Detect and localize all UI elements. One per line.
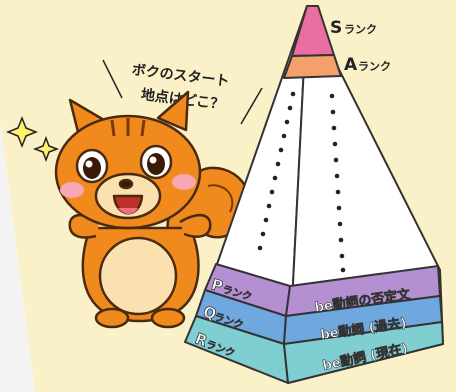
rank-label-s: S ランク	[330, 18, 377, 38]
pyramid-band-a	[283, 54, 342, 79]
rank-pyramid	[184, 5, 444, 384]
speech-line-left	[102, 59, 123, 99]
squirrel-belly	[98, 236, 178, 316]
speech-line-right	[240, 87, 263, 125]
squirrel-arm-right	[179, 213, 212, 238]
rank-suffix-s: ランク	[344, 23, 377, 36]
rank-letter-q: Q	[201, 302, 219, 323]
pyramid-dots	[257, 91, 346, 273]
sparkle-icon	[5, 115, 39, 149]
sparkle-icon	[32, 135, 60, 163]
paper-shadow	[0, 120, 35, 392]
pyramid-band-r-right	[283, 321, 444, 384]
rank-letter-a: A	[344, 55, 358, 75]
squirrel-mascot	[54, 90, 252, 329]
squirrel-cheek-right	[172, 174, 196, 190]
squirrel-head	[54, 114, 202, 230]
squirrel-cheek-left	[60, 182, 84, 198]
rank-letter-p: P	[209, 275, 225, 295]
rank-suffix-a: ランク	[358, 60, 391, 73]
rank-letter-s: S	[330, 18, 342, 38]
rank-label-a: A ランク	[344, 55, 391, 75]
squirrel-ear-right	[156, 90, 190, 132]
squirrel-nose	[118, 178, 134, 190]
